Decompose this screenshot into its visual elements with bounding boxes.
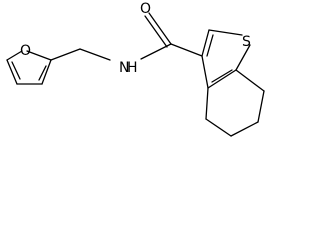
amide-group [140,12,203,60]
bond-furan-c2-c3-inner [38,65,47,81]
amide-nitrogen-label: N [119,60,129,76]
thiophene-sulfur-label: S [242,34,251,50]
furan-ring [6,50,52,85]
bond-carbonyl-c-c3 [170,43,203,57]
bond-furan-c4-c5 [6,59,18,85]
bond-c6-c7 [257,90,265,123]
cyclohexene-ring [205,69,265,137]
methylene-linker [50,48,111,61]
amide-hydrogen-label: H [127,60,138,76]
bond-c3-c3a [201,55,209,89]
bond-c3-c2 [201,29,210,57]
bond-furan-o-c2 [26,50,52,61]
bond-carbonyl-double-2 [144,15,168,48]
thiophene-ring [201,29,251,89]
bond-c3-c2-inner [206,34,214,57]
bond-furan-c4-c5-inner [11,61,21,80]
molecule-structure: O O N H S [6,1,265,137]
bond-c3a-c4 [205,87,209,120]
bond-c5-c6 [230,121,259,137]
bond-furan-c5-o [6,50,23,61]
bond-c3a-c7a [207,69,237,89]
bond-c7-c7a [235,69,265,92]
bond-furan-c2-c3 [41,59,52,85]
bond-ch2-n [79,48,111,61]
bond-c2-ch2 [50,48,81,61]
bond-c4-c5 [205,118,232,137]
bond-carbonyl-double-1 [148,12,172,45]
carbonyl-oxygen-label: O [140,1,151,17]
bond-s-c7a [235,44,251,71]
furan-oxygen-label: O [20,43,31,59]
bond-c2-s [208,29,243,36]
bond-c3a-c7a-inner [211,69,233,83]
